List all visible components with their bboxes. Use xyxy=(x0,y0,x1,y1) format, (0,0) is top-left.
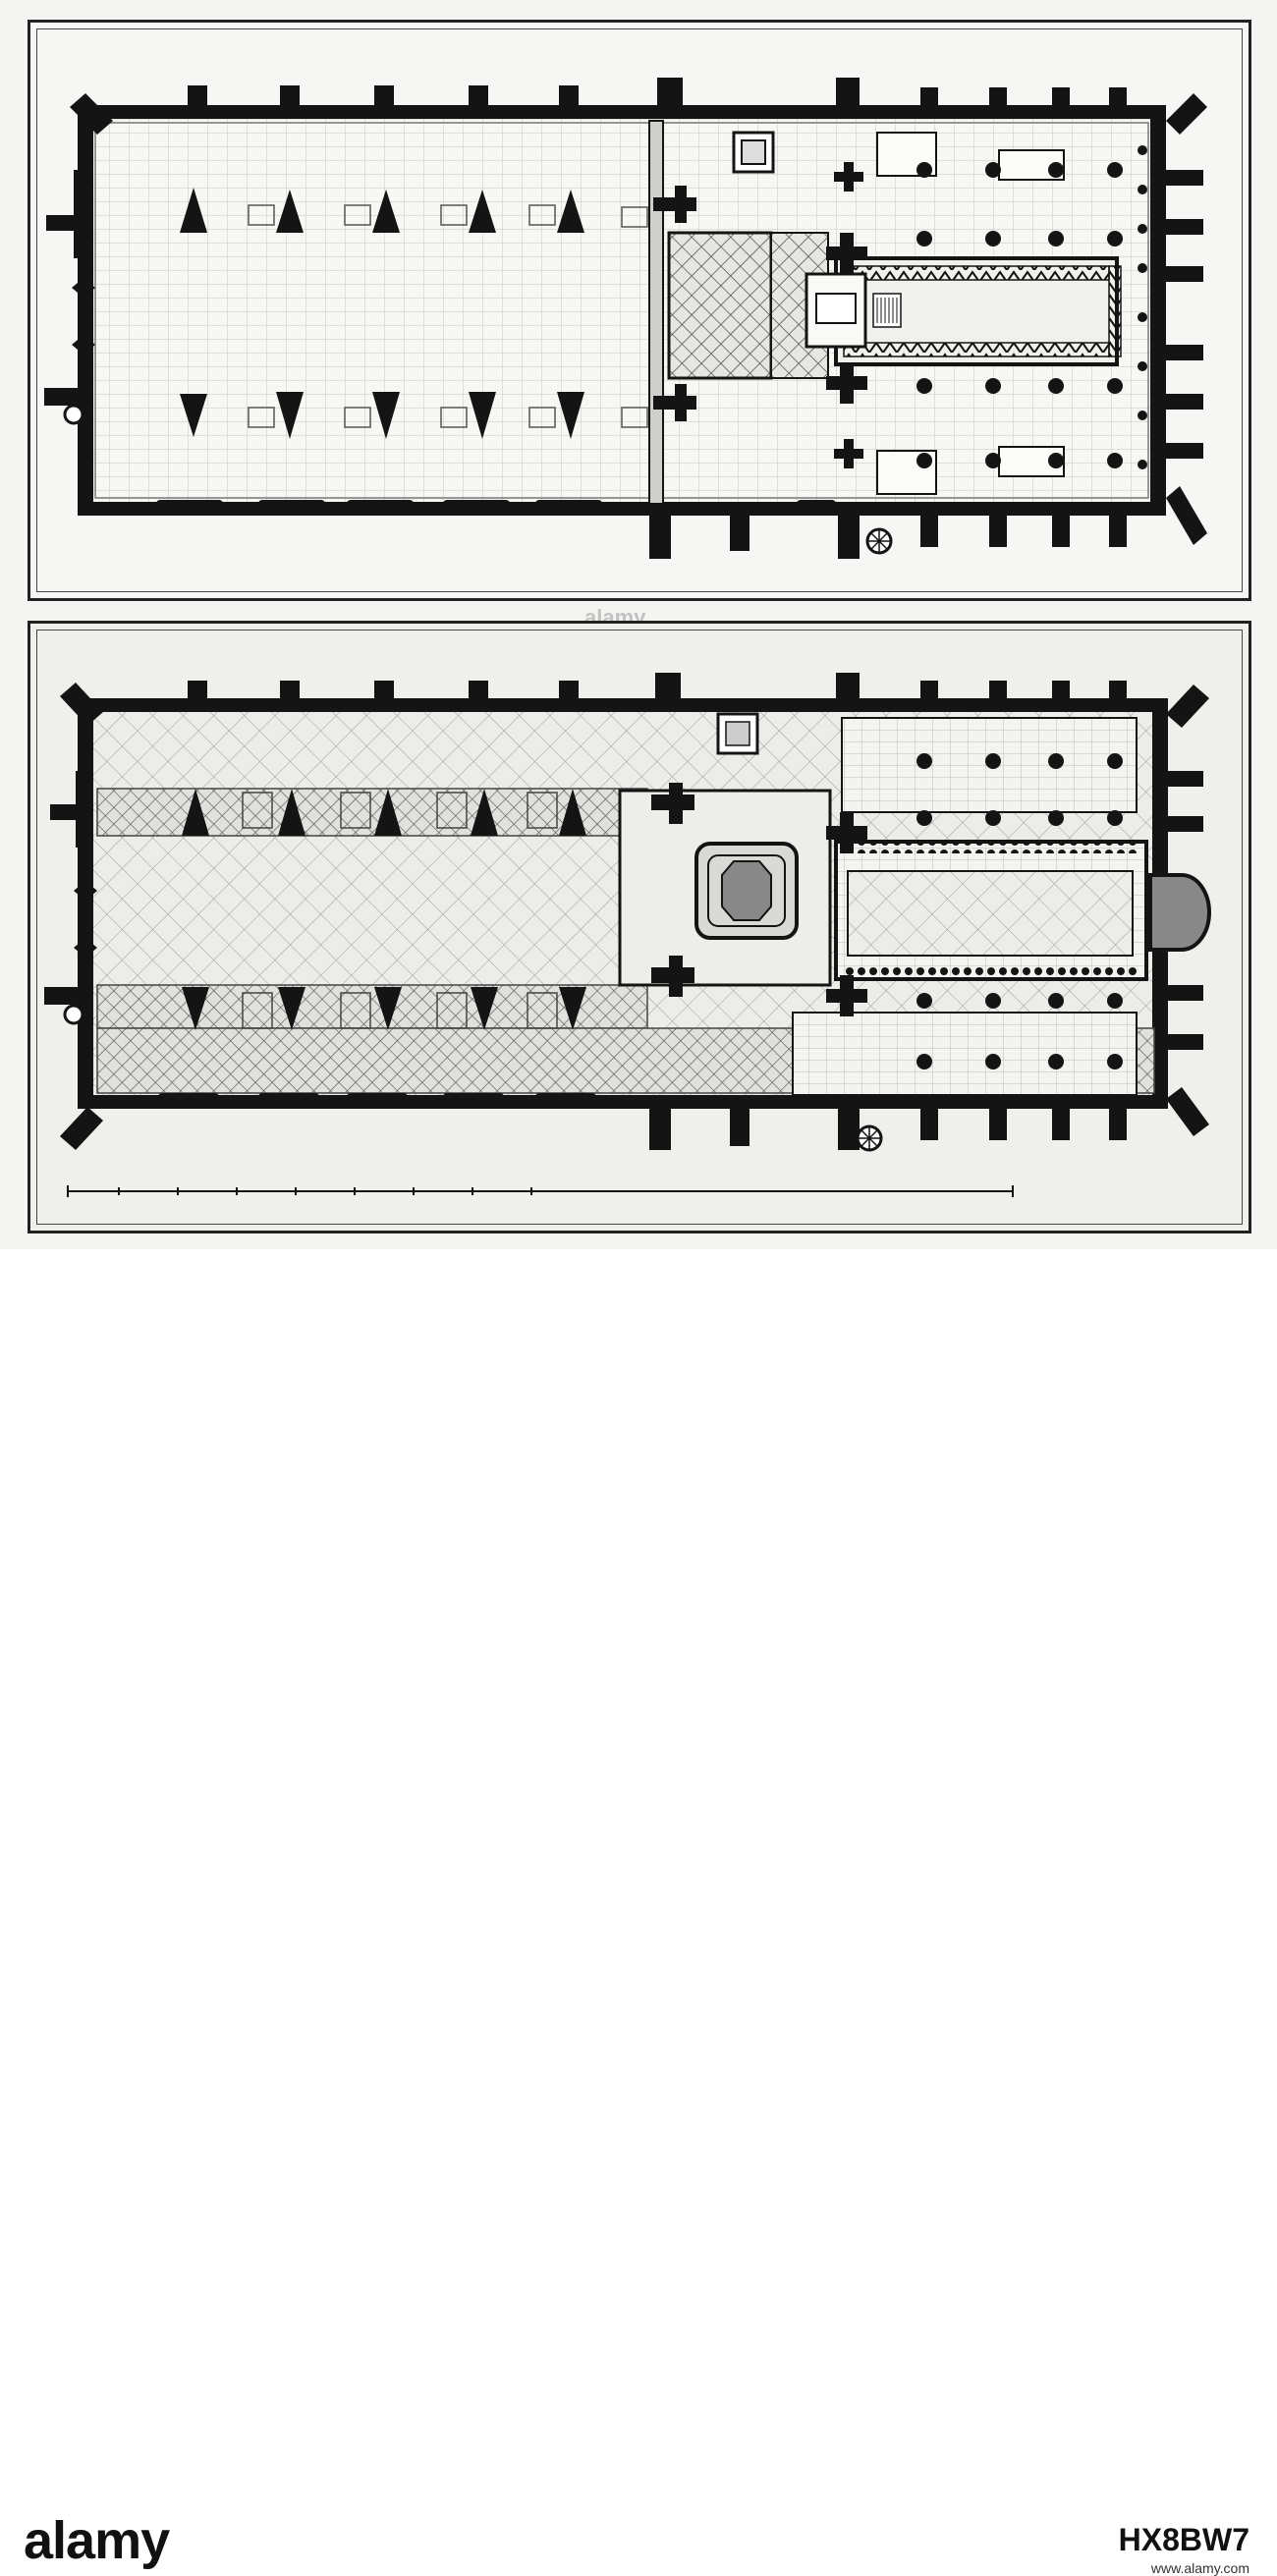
buttresses-north xyxy=(70,78,1207,135)
brand-logo: alamy xyxy=(24,2511,170,2570)
column-pier-icon xyxy=(651,753,1123,1069)
bell-wheel-icon xyxy=(856,1124,883,1152)
site-url-label: www.alamy.com xyxy=(1150,2560,1249,2576)
column-pier-icon xyxy=(653,162,1123,468)
nave-piers xyxy=(180,188,584,439)
choir-enclosure xyxy=(834,840,1148,981)
upper-plan-drawing xyxy=(44,78,1207,559)
image-id-label: HX8BW7 xyxy=(1118,2522,1249,2557)
plan-sheet: alamy xyxy=(0,0,1277,1249)
font-basin-icon xyxy=(694,842,799,940)
lower-plan-drawing xyxy=(44,673,1211,1197)
font-basin-icon xyxy=(732,131,775,174)
buttresses-north xyxy=(60,673,1209,728)
choir-enclosure xyxy=(805,256,1122,366)
altar-icon xyxy=(815,293,857,324)
bell-wheel-icon xyxy=(865,527,893,555)
buttresses-south xyxy=(60,1087,1209,1150)
nave-piers xyxy=(182,789,586,1030)
floor-plan-lower xyxy=(28,621,1251,1233)
floor-plan-upper xyxy=(28,20,1251,601)
scale-bar xyxy=(67,1185,1014,1197)
footer-bar: alamy HX8BW7 www.alamy.com xyxy=(0,1249,1277,2576)
stair-icon xyxy=(872,293,902,328)
buttresses-south xyxy=(156,486,1207,559)
